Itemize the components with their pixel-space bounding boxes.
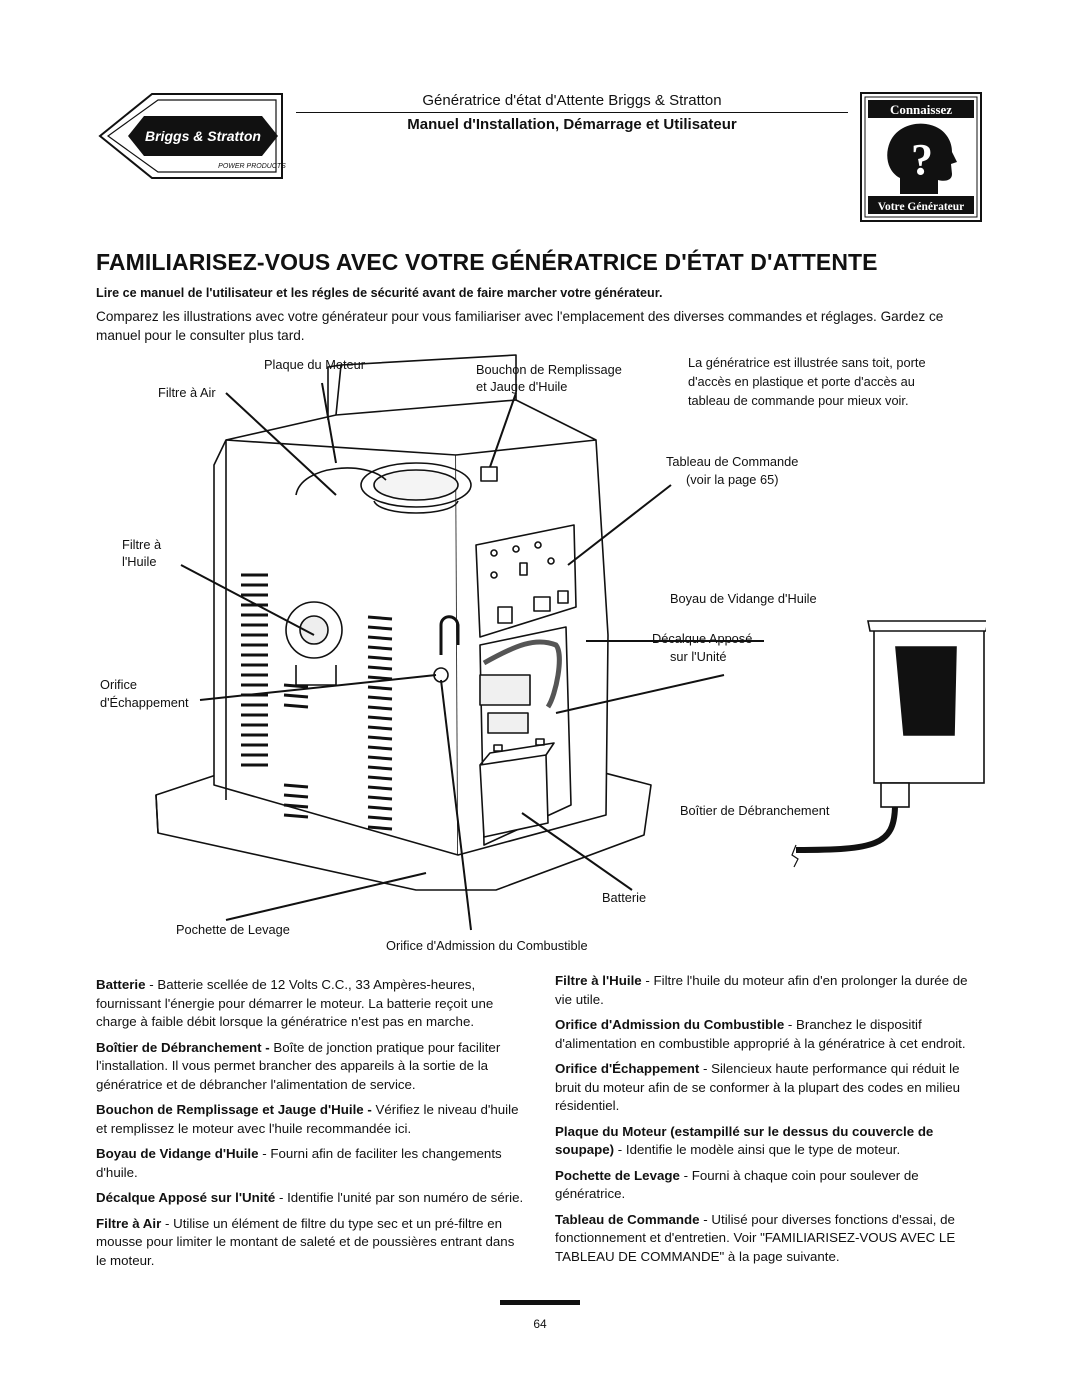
diagram-note-3: tableau de commande pour mieux voir. [688,393,909,408]
label-plaque-moteur: Plaque du Moteur [264,357,366,372]
label-filtre-huile-1: Filtre à [122,537,162,552]
page-number: 64 [533,1317,547,1331]
descriptions-left-column: Batterie - Batterie scellée de 12 Volts … [96,976,528,1277]
footer-bar [500,1300,580,1305]
header-rule [296,112,848,113]
diagram-note-1: La génératrice est illustrée sans toit, … [688,355,926,370]
badge-top-text: Connaissez [890,102,952,117]
label-tableau-2: (voir la page 65) [686,472,779,487]
descriptions-right-column: Filtre à l'Huile - Filtre l'huile du mot… [555,972,987,1273]
disconnect-box-illustration [791,620,986,868]
know-your-generator-badge: Connaissez ? Votre Générateur [860,92,982,222]
logo-sub-text: POWER PRODUCTS [218,163,286,170]
label-boyau-vidange: Boyau de Vidange d'Huile [670,591,817,606]
desc-bouchon: Bouchon de Remplissage et Jauge d'Huile … [96,1102,519,1136]
manual-title: Manuel d'Installation, Démarrage et Util… [407,116,737,133]
desc-plaque-moteur: Plaque du Moteur (estampillé sur le dess… [555,1123,934,1158]
desc-orifice-admission: Orifice d'Admission du Combustible - Bra… [555,1017,966,1051]
label-filtre-air: Filtre à Air [158,385,216,400]
intro-paragraph: Comparez les illustrations avec votre gé… [96,309,944,343]
label-bouchon-1: Bouchon de Remplissage [476,362,622,377]
safety-warning: Lire ce manuel de l'utilisateur et les r… [96,286,663,300]
desc-filtre-air: Filtre à Air - Utilise un élément de fil… [96,1215,515,1268]
diagram-note-2: d'accès en plastique et porte d'accès au [688,374,915,389]
desc-boyau: Boyau de Vidange d'Huile - Fourni afin d… [96,1146,502,1180]
desc-tableau: Tableau de Commande - Utilisé pour diver… [555,1211,956,1264]
desc-boitier: Boîtier de Débranchement - Boîte de jonc… [96,1039,501,1092]
desc-orifice-echappement: Orifice d'Échappement - Silencieux haute… [555,1061,961,1113]
label-orifice-echappement-1: Orifice [100,677,137,692]
label-boitier: Boîtier de Débranchement [680,803,830,818]
briggs-stratton-logo: Briggs & Stratton POWER PRODUCTS [98,93,286,179]
logo-brand-text: Briggs & Stratton [145,128,261,144]
desc-batterie: Batterie - Batterie scellée de 12 Volts … [96,977,494,1029]
question-mark-icon: ? [911,135,933,184]
desc-decalque: Décalque Apposé sur l'Unité - Identifie … [96,1190,524,1205]
label-orifice-admission: Orifice d'Admission du Combustible [386,938,588,953]
desc-pochette: Pochette de Levage - Fourni à chaque coi… [555,1167,919,1202]
label-decalque-1: Décalque Apposé [652,631,753,646]
generator-illustration [155,354,986,931]
generator-diagram: Plaque du Moteur Filtre à Air Bouchon de… [96,345,986,960]
label-filtre-huile-2: l'Huile [122,554,157,569]
label-tableau-1: Tableau de Commande [666,454,799,469]
label-pochette: Pochette de Levage [176,922,290,937]
head-silhouette-icon [887,123,957,194]
desc-filtre-huile: Filtre à l'Huile - Filtre l'huile du mot… [555,973,968,1007]
label-bouchon-2: et Jauge d'Huile [476,379,568,394]
page-title: FAMILIARISEZ-VOUS AVEC VOTRE GÉNÉRATRICE… [96,249,878,275]
badge-bottom-text: Votre Générateur [878,201,965,213]
label-decalque-2: sur l'Unité [670,649,727,664]
label-batterie: Batterie [602,890,647,905]
label-orifice-echappement-2: d'Échappement [100,695,189,710]
header-subtitle: Génératrice d'état d'Attente Briggs & St… [422,92,722,109]
